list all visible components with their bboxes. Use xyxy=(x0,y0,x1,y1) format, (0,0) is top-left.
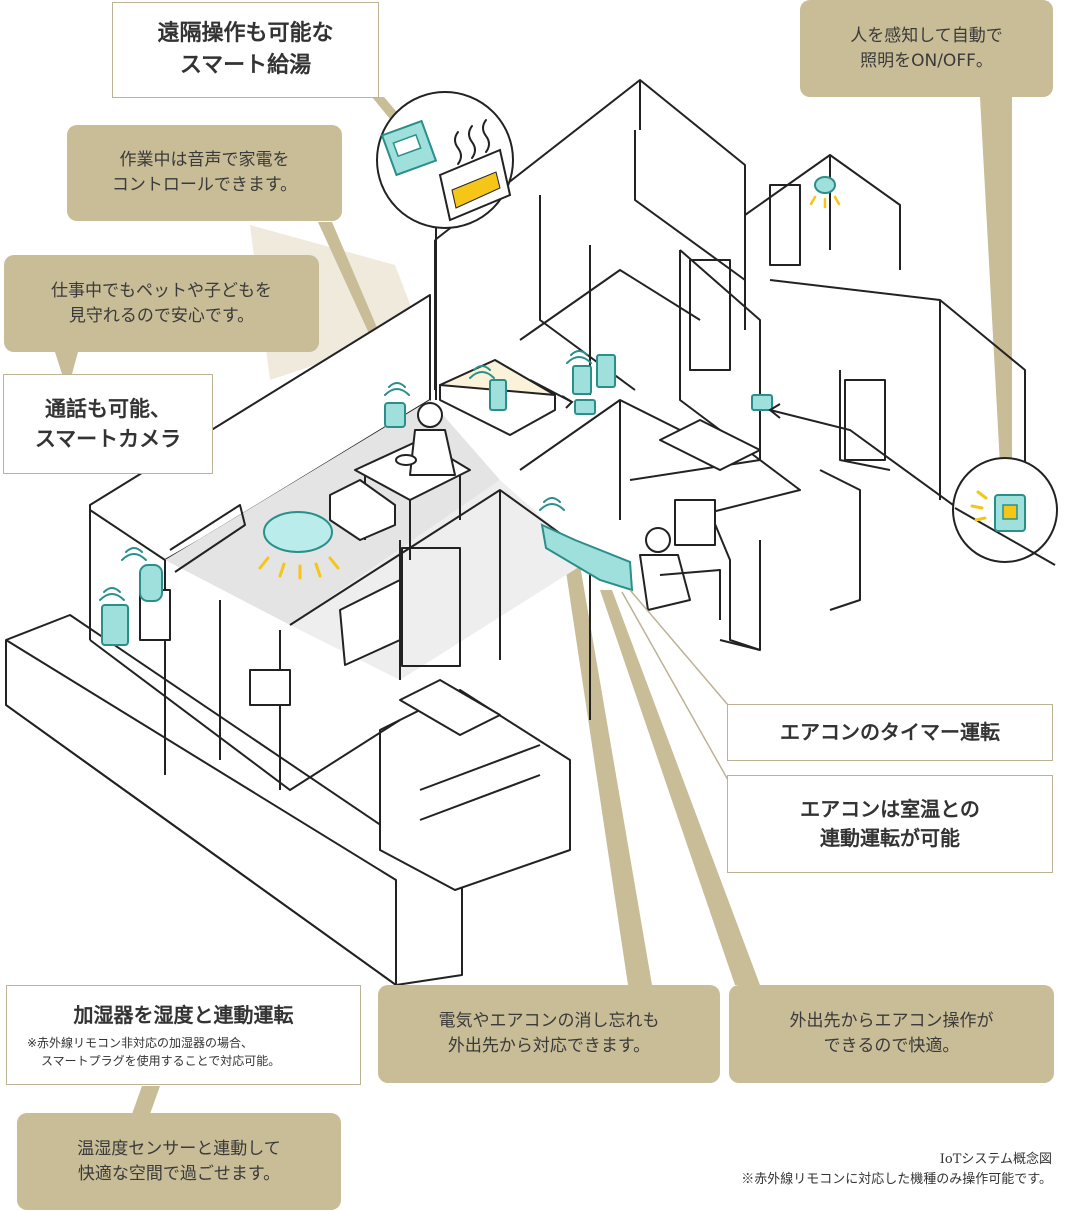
ceiling-light xyxy=(258,511,340,580)
callout-line: 通話も可能、 xyxy=(45,396,171,421)
callout-line: 仕事中でもペットや子どもを xyxy=(51,280,272,301)
caption-note: ※赤外線リモコンに対応した機種のみ操作可能です。 xyxy=(741,1172,1052,1188)
callout-line: スマートカメラ xyxy=(34,427,182,451)
remote-device xyxy=(574,399,596,415)
callout-line: 電気やエアコンの消し忘れも xyxy=(438,1011,660,1032)
motion-sensor-device xyxy=(751,394,773,411)
iot-devices xyxy=(101,354,773,646)
callout-line: 外出先から対応できます。 xyxy=(447,1036,651,1056)
air-conditioner-device xyxy=(540,523,634,592)
callout-line: 連動運転が可能 xyxy=(820,826,960,850)
callout-ac-room-temperature: エアコンは室温との 連動運転が可能 xyxy=(727,775,1053,873)
apartment-structure xyxy=(5,79,1026,986)
callout-line: 作業中は音声で家電を xyxy=(119,150,290,171)
floor-lines xyxy=(89,639,401,792)
hallway-light xyxy=(809,176,841,209)
callout-line: 照明をON/OFF。 xyxy=(860,50,993,71)
callout-ac-timer: エアコンのタイマー運転 xyxy=(727,704,1053,761)
figure-caption: IoTシステム概念図 ※赤外線リモコンに対応した機種のみ操作可能です。 xyxy=(741,1150,1052,1190)
callout-line: 快適な空間で過ごせます。 xyxy=(77,1163,281,1184)
callout-line: できるので快適。 xyxy=(823,1036,960,1056)
callout-line: 遠隔操作も可能な xyxy=(157,21,334,47)
callout-watch-pets: 仕事中でもペットや子どもを 見守れるので安心です。 xyxy=(4,255,319,352)
smart-speaker-device xyxy=(384,402,406,428)
caption-title: IoTシステム概念図 xyxy=(939,1152,1052,1167)
callout-line: エアコンのタイマー運転 xyxy=(780,720,1000,744)
callout-line: コントロールできます。 xyxy=(111,175,298,195)
callout-remote-ac: 外出先からエアコン操作が できるので快適。 xyxy=(729,985,1054,1083)
callout-humidifier: 加湿器を湿度と連動運転 ※赤外線リモコン非対応の加湿器の場合、 スマートプラグを… xyxy=(6,985,361,1085)
callout-motion-light: 人を感知して自動で 照明をON/OFF。 xyxy=(800,0,1053,97)
callout-note: スマートプラグを使用することで対応可能。 xyxy=(41,1053,281,1068)
water-panel-device xyxy=(572,365,592,395)
callout-title: 加湿器を湿度と連動運転 xyxy=(73,1002,294,1027)
ac-pointer-lines xyxy=(621,589,729,781)
callout-line: エアコンは室温との xyxy=(800,797,980,821)
water-heater-zoom xyxy=(376,91,514,229)
wifi-signals xyxy=(99,350,592,601)
callout-smart-camera: 通話も可能、 スマートカメラ xyxy=(3,374,213,474)
callout-temperature-sensor: 温湿度センサーと連動して 快適な空間で過ごせます。 xyxy=(17,1113,341,1210)
callout-line: 外出先からエアコン操作が xyxy=(789,1011,994,1032)
callout-voice-control: 作業中は音声で家電を コントロールできます。 xyxy=(67,125,342,221)
hub-device xyxy=(101,604,129,646)
callout-line: 人を感知して自動で xyxy=(850,25,1003,46)
bath-panel-device xyxy=(489,379,507,411)
motion-sensor-zoom xyxy=(952,457,1058,566)
callout-line: スマート給湯 xyxy=(179,53,312,78)
water-panel-device-2 xyxy=(596,354,616,388)
callout-remote-water-heater: 遠隔操作も可能な スマート給湯 xyxy=(112,2,379,98)
callout-pointers xyxy=(55,97,1012,1114)
callout-line: 温湿度センサーと連動して xyxy=(77,1138,281,1159)
callout-line: 見守れるので安心です。 xyxy=(68,305,255,326)
callout-forgot-to-turn-off: 電気やエアコンの消し忘れも 外出先から対応できます。 xyxy=(378,985,720,1083)
callout-note: ※赤外線リモコン非対応の加湿器の場合、 xyxy=(27,1035,254,1050)
camera-device xyxy=(139,564,163,602)
